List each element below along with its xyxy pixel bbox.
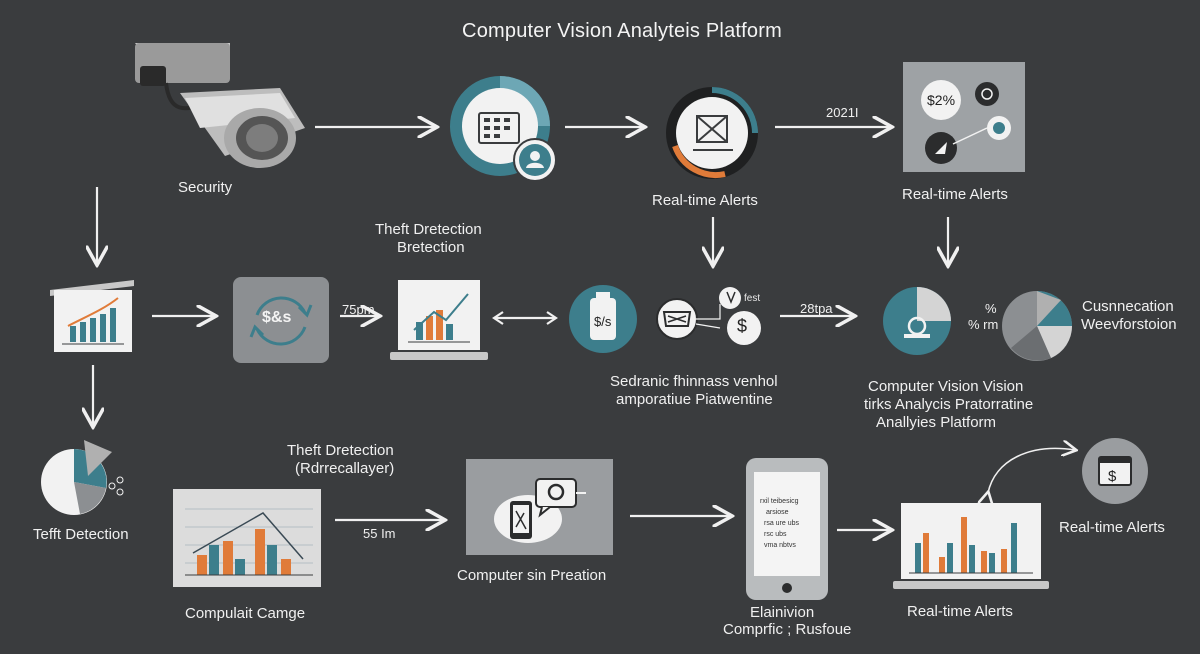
theft-detection-label-1b: Bretection [397, 239, 465, 256]
bar-chart-board-icon [173, 489, 321, 587]
time-75pm: 75pm [342, 302, 375, 317]
user-icon [513, 138, 557, 182]
dollar-pair: $/s [594, 314, 612, 329]
rdrrecallayer-label: (Rdrrecallayer) [295, 460, 395, 477]
detection-ring-icon [666, 87, 758, 179]
sedranic-label-2: amporatiue Piatwentine [616, 391, 773, 408]
phone-line: rxil teibesicg [760, 498, 799, 505]
phone-line: arsiose [766, 509, 789, 516]
code-28tpa: 28tpa [800, 301, 833, 316]
percent-badge: $2% [927, 92, 956, 108]
analytics-panel-icon [903, 62, 1025, 172]
cv-vision-label-1: Computer Vision Vision [868, 378, 1024, 395]
smartphone-icon [746, 458, 828, 600]
report-chart-icon [50, 280, 134, 352]
phone-line: rsc ubs [764, 531, 787, 538]
realtime-alerts-label-1: Real-time Alerts [652, 192, 758, 209]
pie-chart-small-icon [41, 440, 124, 515]
pie-chart-large-icon [1002, 291, 1072, 361]
money-symbol: $&s [262, 309, 292, 326]
percent-label-2: % rm [968, 317, 999, 332]
comprfic-rusfoue-label: Comprfic ; Rusfoue [723, 621, 852, 638]
laptop-chart-icon [390, 280, 488, 360]
percent-label-1: % [985, 301, 997, 316]
page-title: Computer Vision Analyteis Platform [462, 20, 782, 42]
dollar-badge-icon [1082, 438, 1148, 504]
theft-detection-label-1: Theft Dretection [375, 221, 482, 238]
elainivion-label: Elainivion [750, 604, 815, 621]
dollar-badge-sign: $ [1108, 468, 1117, 485]
security-camera-icon [135, 43, 305, 168]
realtime-alerts-label-2: Real-time Alerts [902, 186, 1008, 203]
sedranic-label-1: Sedranic fhinnass venhol [610, 373, 778, 390]
dollar-icon [727, 311, 761, 345]
computer-sin-preation-label: Computer sin Preation [457, 567, 607, 584]
compulait-camge-label: Compulait Camge [185, 605, 306, 622]
alert-machine-icon [656, 287, 741, 340]
theft-detection-label-2: Theft Dretection [287, 442, 394, 459]
tefft-detection-label: Tefft Detection [33, 526, 129, 543]
phone-line: vma nbtvs [764, 542, 796, 549]
realtime-alerts-label-3: Real-time Alerts [1059, 519, 1165, 536]
cusnnecation-label-2: Weevforstoion [1081, 316, 1177, 333]
security-label: Security [178, 179, 233, 196]
laptop-bar-chart-icon [893, 503, 1049, 589]
pie-chart-icon [883, 287, 951, 355]
analytics-panel-symbols [921, 80, 1011, 164]
cv-vision-label-3: Anallyies Platform [876, 414, 997, 431]
chat-device-symbols [494, 478, 586, 543]
mini-tag-1: fest [744, 293, 761, 304]
arrow-icon [988, 448, 1075, 493]
realtime-alerts-label-4: Real-time Alerts [907, 603, 1013, 620]
dollar-sign: $ [737, 316, 748, 336]
money-cycle-icon [233, 277, 329, 363]
money-cycle-arrows [249, 296, 313, 346]
phone-line: rsa ure ubs [764, 520, 800, 527]
year-tag: 2021I [826, 105, 859, 120]
wallet-icon [569, 285, 637, 353]
cv-vision-label-2: tirks Analycis Pratorratine [864, 396, 1034, 413]
time-55lm: 55 Im [363, 526, 396, 541]
cusnnecation-label-1: Cusnnecation [1082, 298, 1174, 315]
